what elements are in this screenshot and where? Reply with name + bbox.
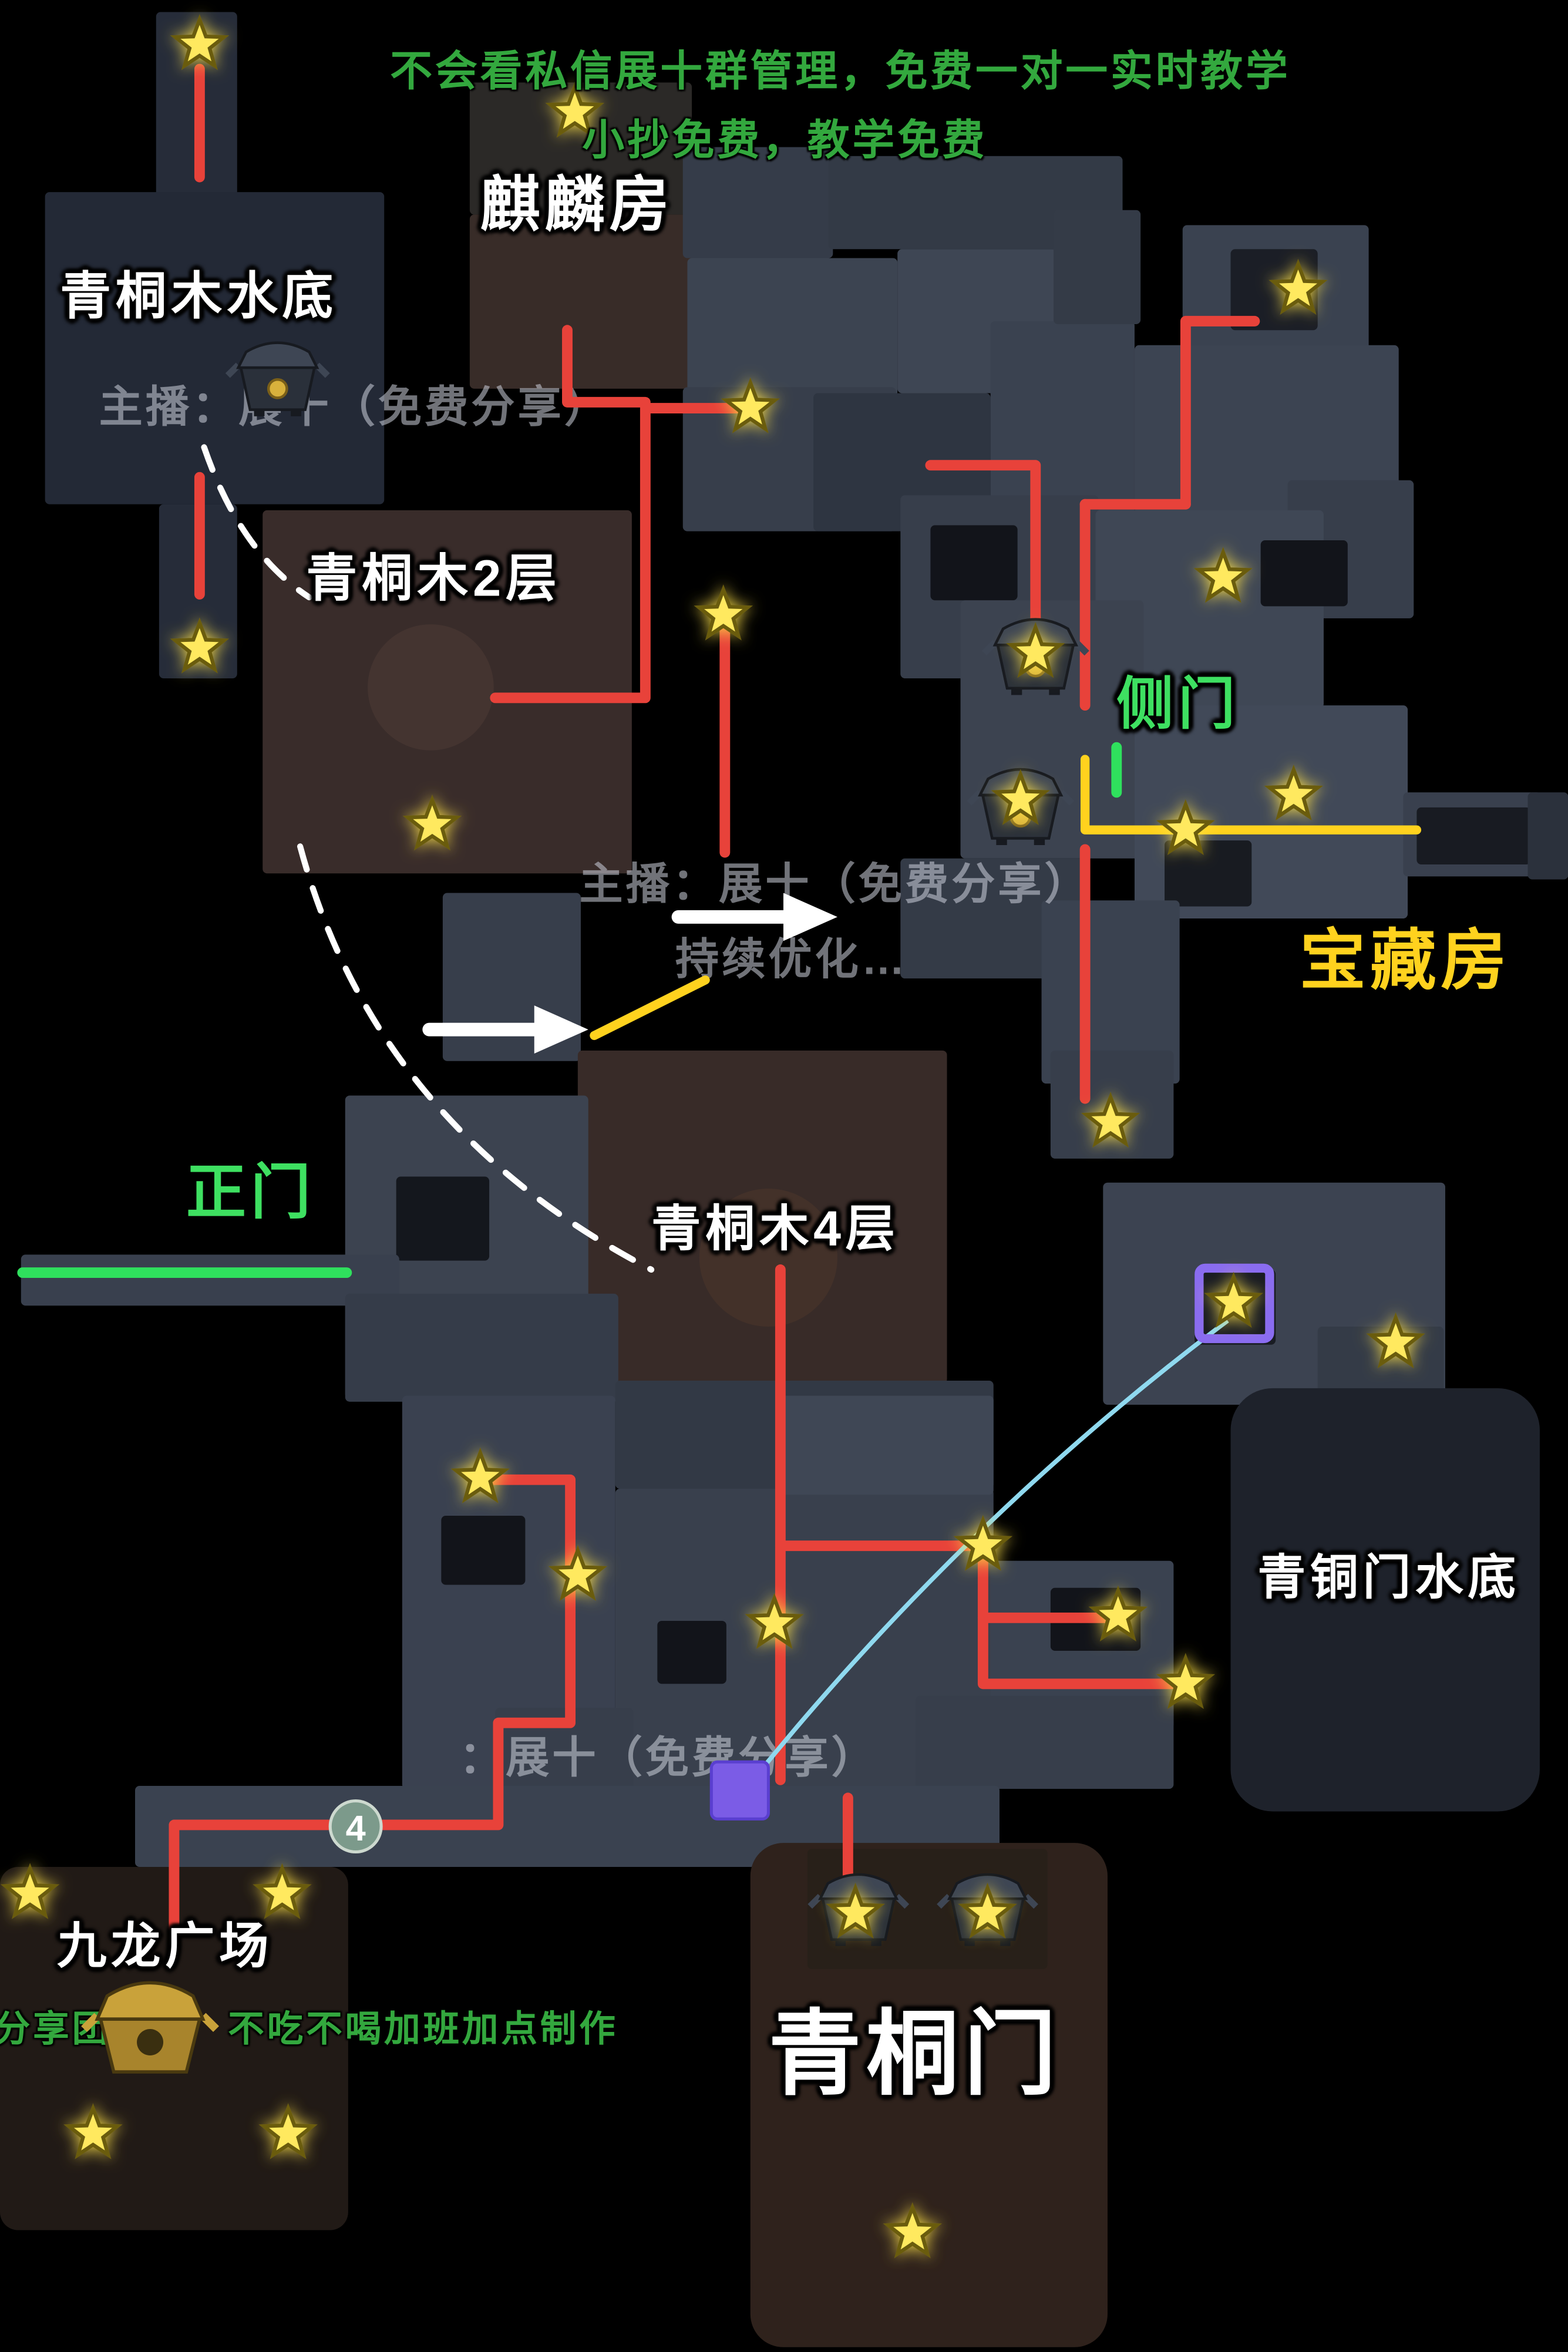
map-label-qingtongmu-floor4: 青桐木4层 xyxy=(651,1200,900,1256)
map-room xyxy=(1527,792,1568,880)
map-label-treasure-room: 宝藏房 xyxy=(1300,924,1512,998)
direction-arrow-head xyxy=(783,893,837,941)
map-room xyxy=(1416,807,1531,864)
guide-dashed-path xyxy=(297,843,655,1273)
map-label-qilin-room: 麒麟房 xyxy=(480,172,674,239)
route-yellow xyxy=(590,975,710,1040)
map-room xyxy=(682,147,833,258)
map-room xyxy=(1053,210,1141,324)
promo-banner-line1: 不会看私信展十群管理，免费一对一实时教学 xyxy=(390,48,1291,95)
map-label-qingtongmu-underwater: 青桐木水底 xyxy=(60,268,338,326)
guide-dashed-path xyxy=(201,444,312,601)
route-number-badge xyxy=(328,1799,383,1854)
map-label-main-gate: 正门 xyxy=(186,1160,315,1226)
map-room xyxy=(469,214,692,389)
route-red xyxy=(490,403,756,704)
map-label-side-gate: 侧门 xyxy=(1116,674,1240,737)
map-room xyxy=(1260,540,1348,607)
map-room xyxy=(990,321,1135,529)
direction-arrow-head xyxy=(534,1005,588,1054)
portal-box-filled xyxy=(709,1760,770,1821)
floor-circle xyxy=(699,1188,837,1327)
map-room xyxy=(1165,840,1252,907)
map-label-qingtongmu-floor2: 青桐木2层 xyxy=(306,550,561,608)
map-room xyxy=(21,1254,399,1306)
map-room xyxy=(1230,1388,1540,1812)
route-red xyxy=(925,460,1041,651)
map-room xyxy=(45,192,385,504)
map-room xyxy=(396,1176,490,1261)
map-label-qingtong-gate: 青桐门 xyxy=(768,2003,1061,2107)
route-red xyxy=(169,1474,576,1957)
route-red xyxy=(977,1543,1185,1690)
map-room xyxy=(915,1695,1174,1789)
floor-circle xyxy=(368,624,494,751)
route-number-badge-text: 4 xyxy=(346,1808,366,1848)
route-red xyxy=(562,325,651,408)
promo-banner-line2: 小抄免费，教学免费 xyxy=(582,117,988,164)
streamer-watermark: 主播：展十（免费分享） xyxy=(99,384,611,432)
map-label-jiulong-plaza: 九龙广场 xyxy=(57,1917,274,1974)
map-room xyxy=(345,1293,618,1402)
streamer-watermark: 持续优化… xyxy=(675,936,909,985)
map-room xyxy=(930,525,1018,601)
map-room xyxy=(441,1516,526,1585)
map-label-qingtongmen-underwater: 青铜门水底 xyxy=(1257,1550,1520,1604)
route-yellow xyxy=(1080,755,1422,835)
map-room xyxy=(657,1620,726,1684)
route-red xyxy=(1180,315,1260,510)
streamer-watermark: ：展十（免费分享） xyxy=(459,1735,879,1783)
map-room xyxy=(780,1395,994,1495)
streamer-watermark: 主播：展十（免费分享） xyxy=(579,861,1091,910)
map-room xyxy=(687,258,898,396)
portal-box-outline xyxy=(1194,1263,1274,1344)
